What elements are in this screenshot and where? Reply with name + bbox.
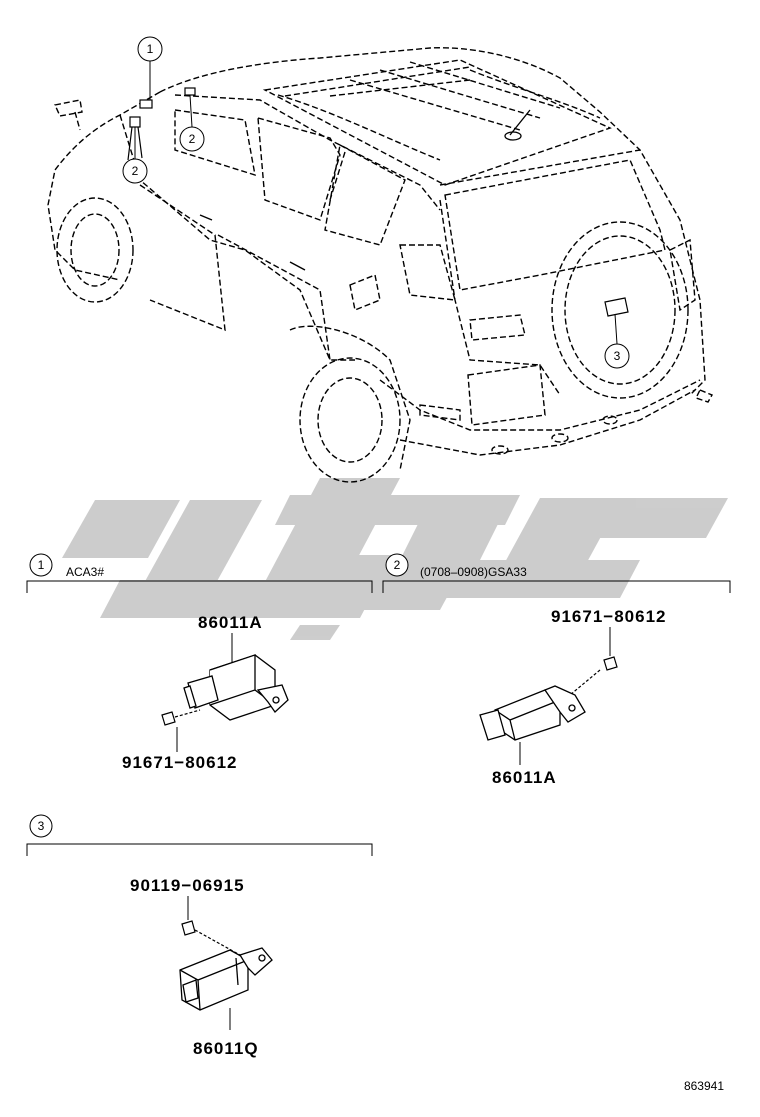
s1-bolt-number[interactable]: 91671−80612 bbox=[122, 753, 237, 772]
section-2-label: (0708–0908)GSA33 bbox=[420, 565, 527, 579]
s3-bolt bbox=[181, 920, 241, 956]
vehicle-illustration bbox=[47, 47, 714, 483]
diagram-id: 863941 bbox=[684, 1079, 724, 1093]
section-1: 1 ACA3# 86011A 91671−80612 bbox=[26, 553, 373, 772]
section-3: 3 90119−06915 86011Q bbox=[26, 814, 373, 1058]
section-1-label: ACA3# bbox=[66, 565, 104, 579]
sensor-location-markers bbox=[127, 87, 629, 317]
s1-part-number[interactable]: 86011A bbox=[198, 613, 263, 632]
s2-bolt bbox=[569, 656, 618, 696]
roof-antenna bbox=[504, 109, 531, 141]
s2-bolt-number[interactable]: 91671−80612 bbox=[551, 607, 666, 626]
callout-2a-number: 2 bbox=[189, 132, 196, 146]
watermark-logo bbox=[62, 478, 728, 640]
callout-1-number: 1 bbox=[147, 42, 154, 56]
s2-part-number[interactable]: 86011A bbox=[492, 768, 557, 787]
callout-1[interactable]: 1 bbox=[137, 36, 163, 100]
callout-2b-number: 2 bbox=[132, 164, 139, 178]
section-2-number: 2 bbox=[394, 558, 401, 572]
callout-3-number: 3 bbox=[614, 349, 621, 363]
callout-2a[interactable]: 2 bbox=[179, 94, 205, 152]
section-3-number: 3 bbox=[38, 819, 45, 833]
callout-3[interactable]: 3 bbox=[604, 313, 630, 369]
section-1-number: 1 bbox=[38, 558, 45, 572]
callout-2b[interactable]: 2 bbox=[122, 127, 148, 184]
s1-sensor-part bbox=[183, 654, 289, 721]
s3-bolt-number[interactable]: 90119−06915 bbox=[130, 876, 245, 895]
s1-bolt bbox=[161, 709, 201, 726]
s3-part-number[interactable]: 86011Q bbox=[193, 1039, 259, 1058]
s3-sensor-part bbox=[179, 947, 273, 1011]
section-2: 2 (0708–0908)GSA33 91671−80612 86011A bbox=[382, 553, 731, 787]
s2-sensor-part bbox=[479, 685, 586, 741]
